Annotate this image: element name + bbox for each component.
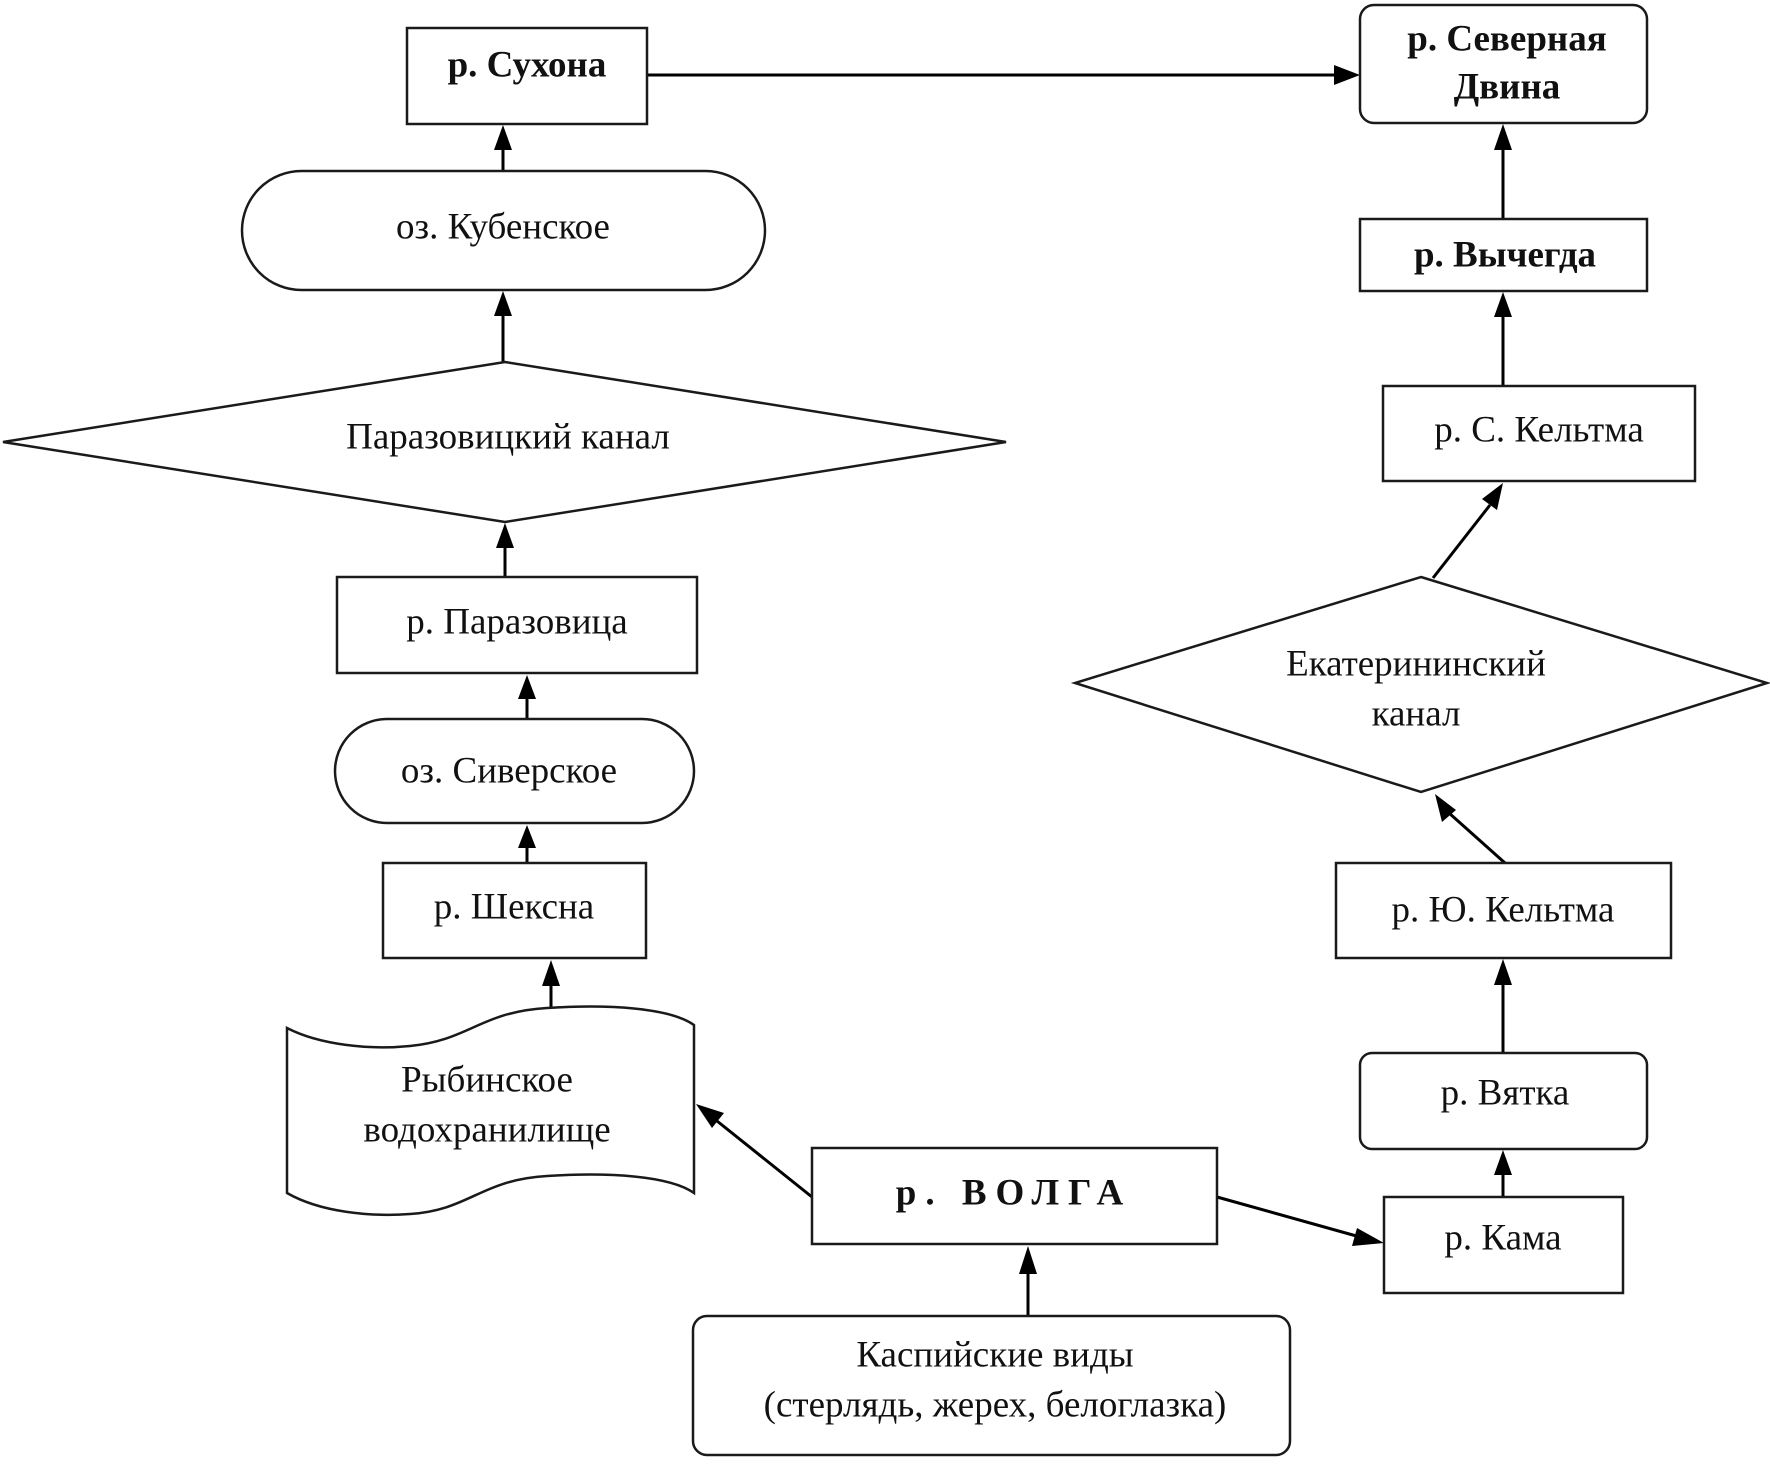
node-label: Паразовицкий канал [346, 416, 670, 457]
node-sukhona: р. Сухона [405, 26, 649, 126]
arrow-volga-to-kama [1352, 1228, 1384, 1246]
edge-yu-keltma-to-canal [1448, 811, 1506, 865]
arrow-kama-to-vyatka [1494, 1150, 1512, 1175]
edge-volga-to-kama [1216, 1195, 1361, 1239]
node-label: оз. Сиверское [401, 750, 617, 791]
node-label-line-2: (стерлядь, жерех, белоглазка) [764, 1384, 1227, 1425]
node-volga: р. ВОЛГА [810, 1146, 1219, 1246]
arrow-rybinsk-to-sheksna [542, 960, 560, 986]
arrow-s-keltma-to-vychegda [1494, 292, 1512, 317]
node-label-line-2: канал [1372, 693, 1461, 734]
node-label-line-1: Каспийские виды [856, 1334, 1133, 1375]
node-label: р. Вычегда [1414, 234, 1596, 275]
node-ekaterininsky-canal: Екатерининский канал [1070, 575, 1770, 794]
node-vychegda: р. Вычегда [1358, 217, 1649, 293]
arrow-siverskoe-to-parazovitsa [518, 675, 536, 699]
node-label-line-2: Двина [1454, 66, 1561, 107]
node-label-line-1: Екатерининский [1286, 643, 1546, 684]
node-s-keltma: р. С. Кельтма [1381, 384, 1697, 483]
node-sheksna: р. Шексна [381, 861, 648, 960]
arrow-sukhona-to-dvina [1334, 65, 1360, 85]
node-label: р. Шексна [434, 886, 594, 927]
node-label: оз. Кубенское [396, 206, 610, 247]
connectors [494, 65, 1512, 1316]
node-label: р. Кама [1444, 1217, 1561, 1258]
edge-canal-to-s-keltma [1431, 504, 1492, 579]
node-severnaya-dvina: р. Северная Двина [1358, 3, 1649, 125]
node-parazovitsky-canal: Паразовицкий канал [2, 360, 1007, 524]
arrow-sheksna-to-siverskoe [518, 825, 536, 848]
node-label: р. Сухона [448, 44, 607, 85]
arrow-vychegda-to-dvina [1494, 124, 1512, 150]
arrow-parazovitsa-to-canal [496, 523, 514, 548]
arrow-caspian-to-volga [1019, 1246, 1037, 1274]
node-label: р. ВОЛГА [896, 1172, 1133, 1213]
node-parazovitsa: р. Паразовица [335, 575, 699, 675]
node-rybinsk-reservoir: Рыбинское водохранилище [285, 1005, 696, 1217]
node-label-line-2: водохранилище [363, 1109, 610, 1150]
edge-volga-to-rybinsk [711, 1115, 813, 1199]
arrow-yu-keltma-to-canal [1435, 794, 1456, 822]
arrow-canal-to-s-keltma [1482, 483, 1503, 510]
node-kama: р. Кама [1382, 1195, 1625, 1295]
node-label: р. Паразовица [406, 601, 627, 642]
arrow-kubenskoe-to-sukhona [494, 125, 512, 150]
node-yu-keltma: р. Ю. Кельтма [1334, 861, 1673, 960]
node-label: р. Вятка [1441, 1072, 1570, 1113]
node-siverskoe: оз. Сиверское [333, 717, 696, 825]
node-label: р. С. Кельтма [1434, 409, 1644, 450]
node-vyatka: р. Вятка [1358, 1051, 1649, 1151]
node-label: р. Ю. Кельтма [1392, 889, 1615, 930]
node-kubenskoe: оз. Кубенское [240, 169, 767, 292]
arrow-volga-to-rybinsk [696, 1104, 724, 1128]
node-label-line-1: р. Северная [1407, 18, 1607, 59]
node-caspian-species: Каспийские виды (стерлядь, жерех, белогл… [691, 1314, 1292, 1457]
node-label-line-1: Рыбинское [401, 1059, 573, 1100]
arrow-canal-to-kubenskoe [494, 291, 512, 316]
arrow-vyatka-to-yu-keltma [1494, 959, 1512, 985]
